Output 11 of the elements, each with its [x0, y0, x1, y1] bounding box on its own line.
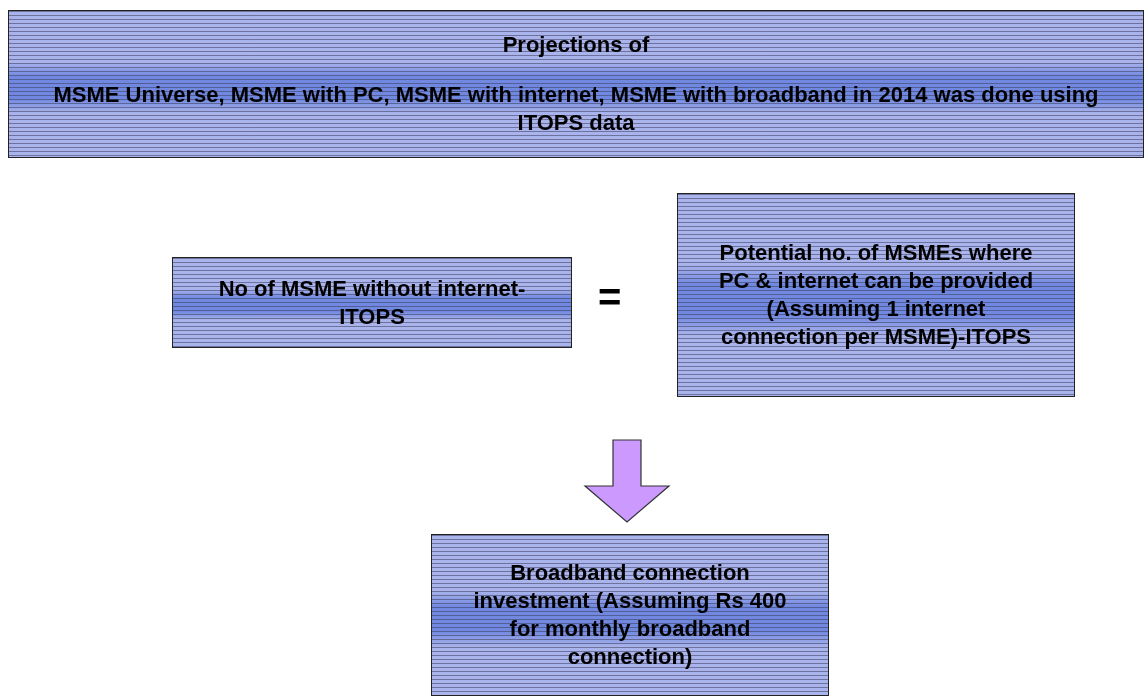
box-text: Potential no. of MSMEs where PC & internet can be provided (Assuming 1 internet connection per MSME)-ITOPS: [717, 239, 1035, 351]
box-text: Broadband connection investment (Assuming Rs 400 for monthly broadband connection): [472, 559, 788, 671]
block-arrow: [583, 439, 671, 523]
equals-sign: =: [598, 275, 622, 320]
box-text: MSME Universe, MSME with PC, MSME with internet, MSME with broadband in 2014 was done using ITOPS data: [52, 81, 1100, 137]
process-box: [431, 534, 829, 696]
process-box: [677, 193, 1075, 397]
heading: Projections of: [502, 31, 650, 59]
process-box: [172, 257, 572, 348]
box-text: No of MSME without internet- ITOPS: [217, 274, 527, 331]
process-box: [8, 10, 1144, 158]
